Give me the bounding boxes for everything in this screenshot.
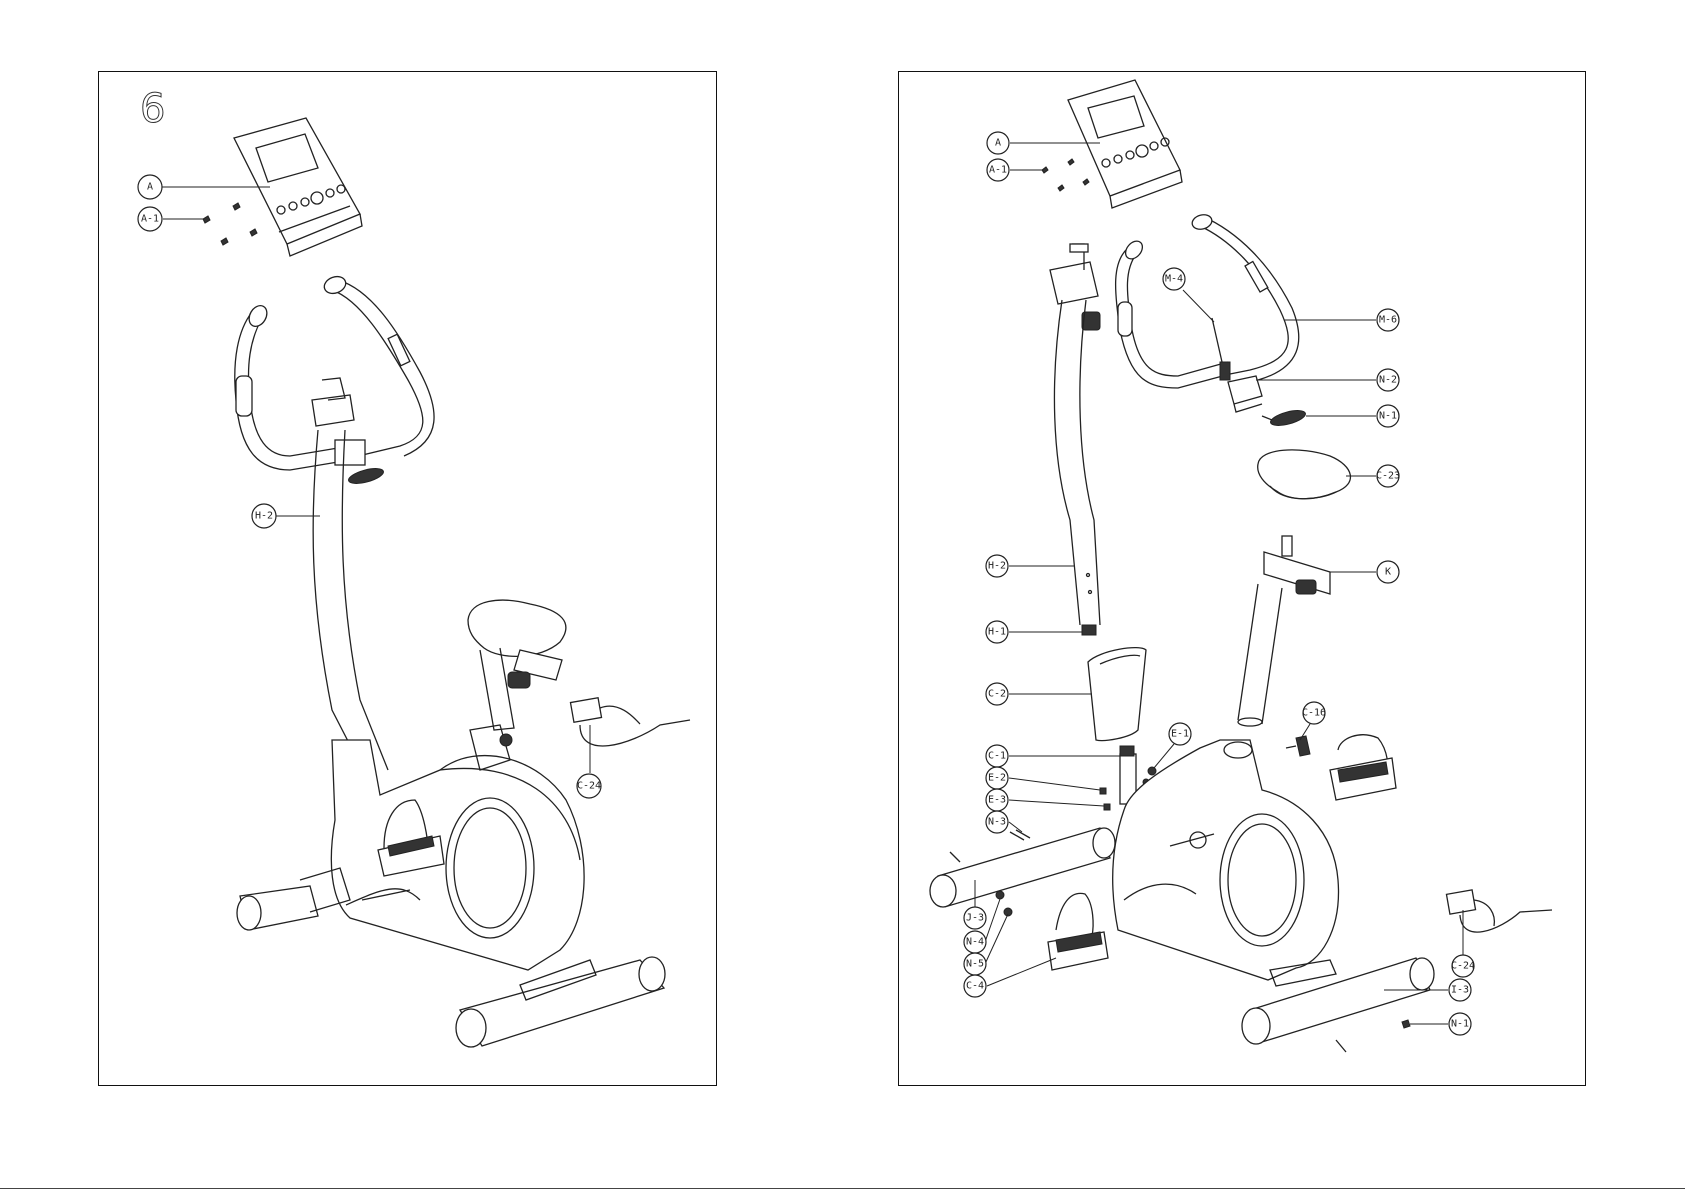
svg-text:C-24: C-24 (1451, 961, 1475, 972)
power-adapter-illustration-left (570, 698, 690, 746)
svg-text:C-4: C-4 (966, 981, 984, 992)
screws-right (1042, 159, 1089, 191)
pedal-left-illustration (1048, 893, 1108, 970)
callout-right-A-1: A-1 (987, 159, 1042, 181)
svg-text:C-2: C-2 (988, 689, 1006, 700)
svg-text:C-23: C-23 (1376, 471, 1400, 482)
svg-text:I-3: I-3 (1451, 985, 1469, 996)
frame-illustration-right (1113, 740, 1339, 986)
svg-text:E-3: E-3 (988, 795, 1006, 806)
callout-left-A: A (138, 175, 270, 199)
callout-right-C-2: C-2 (986, 683, 1092, 705)
svg-text:N-5: N-5 (966, 959, 984, 970)
frame-illustration-left (331, 725, 584, 970)
callout-left-A-1: A-1 (138, 207, 203, 231)
svg-text:N-4: N-4 (966, 937, 984, 948)
rear-stabilizer-left (456, 957, 665, 1047)
callout-right-H-2: H-2 (986, 555, 1074, 577)
callout-right-C-24: C-24 (1451, 910, 1475, 977)
svg-text:N-2: N-2 (1379, 375, 1397, 386)
callout-right-E-3: E-3 (986, 789, 1104, 811)
callout-left-C-24: C-24 (577, 725, 601, 798)
svg-text:N-3: N-3 (988, 817, 1006, 828)
svg-text:A: A (995, 138, 1001, 149)
callout-right-M-4: M-4 (1163, 268, 1214, 322)
svg-text:J-3: J-3 (966, 913, 984, 924)
svg-text:M-4: M-4 (1165, 274, 1183, 285)
callout-right-N-1-bolt: N-1 (1410, 1013, 1471, 1035)
callout-right-M-6: M-6 (1284, 309, 1399, 331)
power-adapter-illustration-right (1446, 890, 1552, 932)
handlebar-illustration-right (1116, 213, 1299, 388)
seat-illustration-right (1258, 450, 1351, 499)
screws-left (203, 203, 257, 245)
shroud-illustration-right (1088, 648, 1146, 741)
svg-text:H-1: H-1 (988, 627, 1006, 638)
console-illustration-right (1068, 80, 1182, 208)
callout-right-H-1: H-1 (986, 621, 1082, 643)
seat-post-illustration-right (1238, 536, 1330, 726)
svg-text:E-1: E-1 (1171, 729, 1189, 740)
svg-text:N-1: N-1 (1451, 1019, 1469, 1030)
clamp-illustration-right (1228, 376, 1307, 428)
svg-text:C-1: C-1 (988, 751, 1006, 762)
upright-post-illustration-left (312, 378, 388, 780)
callout-right-C-1: C-1 (986, 745, 1120, 767)
svg-text:H-2: H-2 (255, 511, 273, 522)
callout-right-K: K (1330, 561, 1399, 583)
svg-text:A-1: A-1 (141, 214, 159, 225)
svg-text:K: K (1385, 567, 1391, 578)
step-number: 6 (140, 86, 165, 132)
upright-post-illustration-right (1050, 244, 1100, 635)
pedal-right-illustration (1286, 735, 1396, 800)
svg-text:N-1: N-1 (1379, 411, 1397, 422)
svg-text:C-16: C-16 (1302, 708, 1326, 719)
seat-illustration-left (468, 600, 566, 730)
svg-text:M-6: M-6 (1379, 315, 1397, 326)
callout-right-E-2: E-2 (986, 767, 1100, 790)
svg-text:H-2: H-2 (988, 561, 1006, 572)
svg-text:E-2: E-2 (988, 773, 1006, 784)
callout-right-C-16: C-16 (1300, 702, 1326, 740)
handlebar-illustration-left (235, 274, 434, 487)
callout-right-C-23: C-23 (1346, 465, 1400, 487)
callout-left-H-2: H-2 (252, 504, 320, 528)
callout-right-N-1-knob: N-1 (1306, 405, 1399, 427)
svg-text:A-1: A-1 (989, 165, 1007, 176)
svg-text:A: A (147, 182, 153, 193)
svg-text:C-24: C-24 (577, 781, 601, 792)
